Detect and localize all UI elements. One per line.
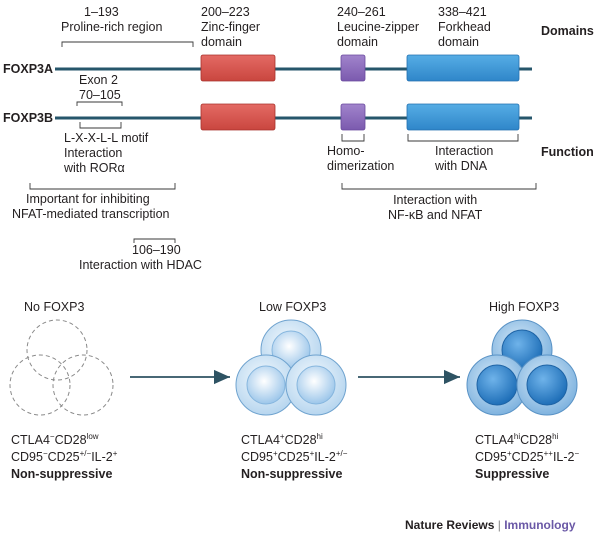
no-foxp3-cluster xyxy=(9,319,114,416)
credit-separator: | xyxy=(497,518,501,532)
nfkb-bracket xyxy=(341,183,537,190)
no-foxp3-outcome: Non-suppressive xyxy=(11,467,113,481)
high-foxp3-title: High FOXP3 xyxy=(489,300,560,314)
domains-heading: Domains xyxy=(541,24,594,38)
low-foxp3-title: Low FOXP3 xyxy=(259,300,327,314)
low-foxp3-markers: CTLA4+CD28hi CD95+CD25+IL-2+/− Non-suppr… xyxy=(241,432,348,482)
high-foxp3-cluster xyxy=(466,319,578,416)
journal-name: Nature Reviews xyxy=(405,518,495,532)
foxp3a-label: FOXP3A xyxy=(3,62,54,76)
journal-credit: Nature Reviews | Immunology xyxy=(405,518,576,533)
foxp3b-zinc-finger-box xyxy=(200,103,276,131)
low-foxp3-cluster xyxy=(235,319,347,416)
high-foxp3-outcome: Suppressive xyxy=(475,467,550,481)
nfat-inhibit-bracket xyxy=(29,183,176,190)
proline-label: 1–193 Proline-rich region xyxy=(61,5,163,34)
no-foxp3-title: No FOXP3 xyxy=(24,300,85,314)
journal-section: Immunology xyxy=(504,518,576,532)
function-heading: Function xyxy=(541,145,594,159)
motif-bracket xyxy=(79,122,122,129)
high-foxp3-markers: CTLA4hiCD28hi CD95+CD25++IL-2− Suppressi… xyxy=(475,432,580,482)
foxp3a-zinc-finger-box xyxy=(200,54,276,82)
dimerization-label: Homo-dimerization xyxy=(327,144,395,173)
foxp3b-leucine-zipper-box xyxy=(340,103,366,131)
hdac-bracket xyxy=(133,238,176,243)
foxp3a-leucine-zipper-box xyxy=(340,54,366,82)
foxp3a-forkhead-box xyxy=(406,54,520,82)
low-foxp3-outcome: Non-suppressive xyxy=(241,467,343,481)
exon2-bracket xyxy=(76,101,123,106)
proline-bracket xyxy=(61,41,194,47)
foxp3b-label: FOXP3B xyxy=(3,111,54,125)
foxp3b-forkhead-box xyxy=(406,103,520,131)
dna-bracket xyxy=(407,134,519,142)
dimer-bracket xyxy=(341,134,365,142)
no-foxp3-markers: CTLA4−CD28low CD95−CD25+/−IL-2+ Non-supp… xyxy=(11,432,118,482)
